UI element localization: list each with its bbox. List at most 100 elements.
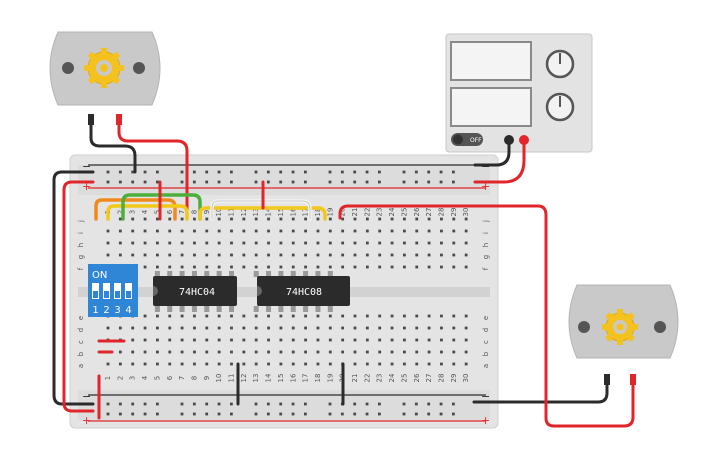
breadboard-hole[interactable] [365,326,369,330]
breadboard-hole[interactable] [328,253,332,257]
breadboard-hole[interactable] [464,350,468,354]
breadboard-hole[interactable] [304,170,307,174]
breadboard-hole[interactable] [180,402,184,406]
breadboard-hole[interactable] [242,314,246,318]
breadboard-hole[interactable] [341,241,345,245]
breadboard-hole[interactable] [180,362,184,366]
breadboard-hole[interactable] [279,338,283,342]
wire-motor2-black[interactable] [472,382,609,404]
breadboard-hole[interactable] [242,265,246,269]
breadboard-hole[interactable] [242,362,246,366]
breadboard-hole[interactable] [205,412,209,416]
motor-1-terminal-black[interactable] [88,114,94,125]
breadboard-hole[interactable] [464,241,468,245]
breadboard-hole[interactable] [439,170,443,174]
breadboard-hole[interactable] [353,314,357,318]
breadboard-hole[interactable] [403,241,406,245]
dip-toggle-knob[interactable] [104,291,109,298]
breadboard-hole[interactable] [378,170,381,174]
breadboard-hole[interactable] [304,265,307,269]
breadboard-hole[interactable] [452,350,456,354]
breadboard-hole[interactable] [415,314,419,318]
chip-74hc04[interactable]: 74HC04 [153,271,237,312]
breadboard-hole[interactable] [168,265,172,269]
breadboard-hole[interactable] [143,170,147,174]
breadboard-hole[interactable] [118,412,122,416]
breadboard-hole[interactable] [353,265,357,269]
breadboard-hole[interactable] [291,217,295,221]
breadboard-hole[interactable] [427,338,431,342]
breadboard-hole[interactable] [353,217,357,221]
breadboard-hole[interactable] [378,265,382,269]
wire-left-red[interactable] [62,180,95,413]
breadboard-hole[interactable] [316,326,320,330]
breadboard-hole[interactable] [266,170,270,174]
breadboard-hole[interactable] [266,180,270,184]
breadboard-hole[interactable] [464,338,468,342]
breadboard-hole[interactable] [378,241,382,245]
breadboard-hole[interactable] [267,241,270,245]
breadboard-hole[interactable] [316,314,320,318]
breadboard-hole[interactable] [353,326,357,330]
breadboard-hole[interactable] [378,180,381,184]
breadboard-hole[interactable] [353,180,357,184]
breadboard-hole[interactable] [143,402,147,406]
motor-1-terminal-red[interactable] [116,114,122,125]
breadboard-hole[interactable] [279,412,283,416]
breadboard-hole[interactable] [156,338,159,342]
breadboard-hole[interactable] [254,217,258,221]
wire-yellow[interactable] [106,204,189,221]
breadboard-hole[interactable] [427,241,431,245]
breadboard-hole[interactable] [291,265,295,269]
breadboard-hole[interactable] [205,170,209,174]
breadboard-hole[interactable] [340,412,344,416]
breadboard-hole[interactable] [340,170,344,174]
breadboard-hole[interactable] [378,402,381,406]
breadboard-hole[interactable] [427,412,431,416]
breadboard-hole[interactable] [205,362,209,366]
breadboard-hole[interactable] [230,170,233,174]
breadboard-hole[interactable] [452,180,455,184]
breadboard-hole[interactable] [365,402,369,406]
breadboard-hole[interactable] [156,326,159,330]
breadboard-hole[interactable] [427,314,431,318]
breadboard-hole[interactable] [378,229,382,233]
breadboard-hole[interactable] [328,338,332,342]
breadboard-hole[interactable] [266,402,270,406]
breadboard-hole[interactable] [365,241,369,245]
breadboard-hole[interactable] [205,217,209,221]
breadboard-hole[interactable] [242,350,246,354]
breadboard-hole[interactable] [230,402,233,406]
breadboard-hole[interactable] [168,229,172,233]
breadboard-hole[interactable] [156,180,159,184]
breadboard-hole[interactable] [143,350,147,354]
breadboard-hole[interactable] [279,217,283,221]
breadboard-hole[interactable] [254,314,258,318]
breadboard-hole[interactable] [403,350,406,354]
breadboard-hole[interactable] [193,350,196,354]
breadboard-hole[interactable] [390,241,394,245]
breadboard-hole[interactable] [254,170,258,174]
breadboard-hole[interactable] [402,402,406,406]
breadboard-hole[interactable] [180,265,184,269]
breadboard-hole[interactable] [414,180,418,184]
breadboard-hole[interactable] [427,362,431,366]
breadboard-hole[interactable] [180,412,184,416]
breadboard-hole[interactable] [230,412,233,416]
breadboard-hole[interactable] [291,314,295,318]
breadboard-hole[interactable] [291,180,295,184]
breadboard-hole[interactable] [242,229,246,233]
breadboard-hole[interactable] [316,241,320,245]
breadboard-hole[interactable] [193,362,196,366]
breadboard-hole[interactable] [192,412,196,416]
breadboard-hole[interactable] [168,241,172,245]
breadboard-hole[interactable] [452,402,455,406]
dc-motor-2[interactable] [568,284,679,385]
breadboard-hole[interactable] [415,253,419,257]
breadboard-hole[interactable] [217,265,221,269]
breadboard-hole[interactable] [291,229,295,233]
dip-toggle-knob[interactable] [126,291,131,298]
breadboard-hole[interactable] [353,412,357,416]
breadboard-hole[interactable] [440,253,443,257]
breadboard-hole[interactable] [118,362,122,366]
